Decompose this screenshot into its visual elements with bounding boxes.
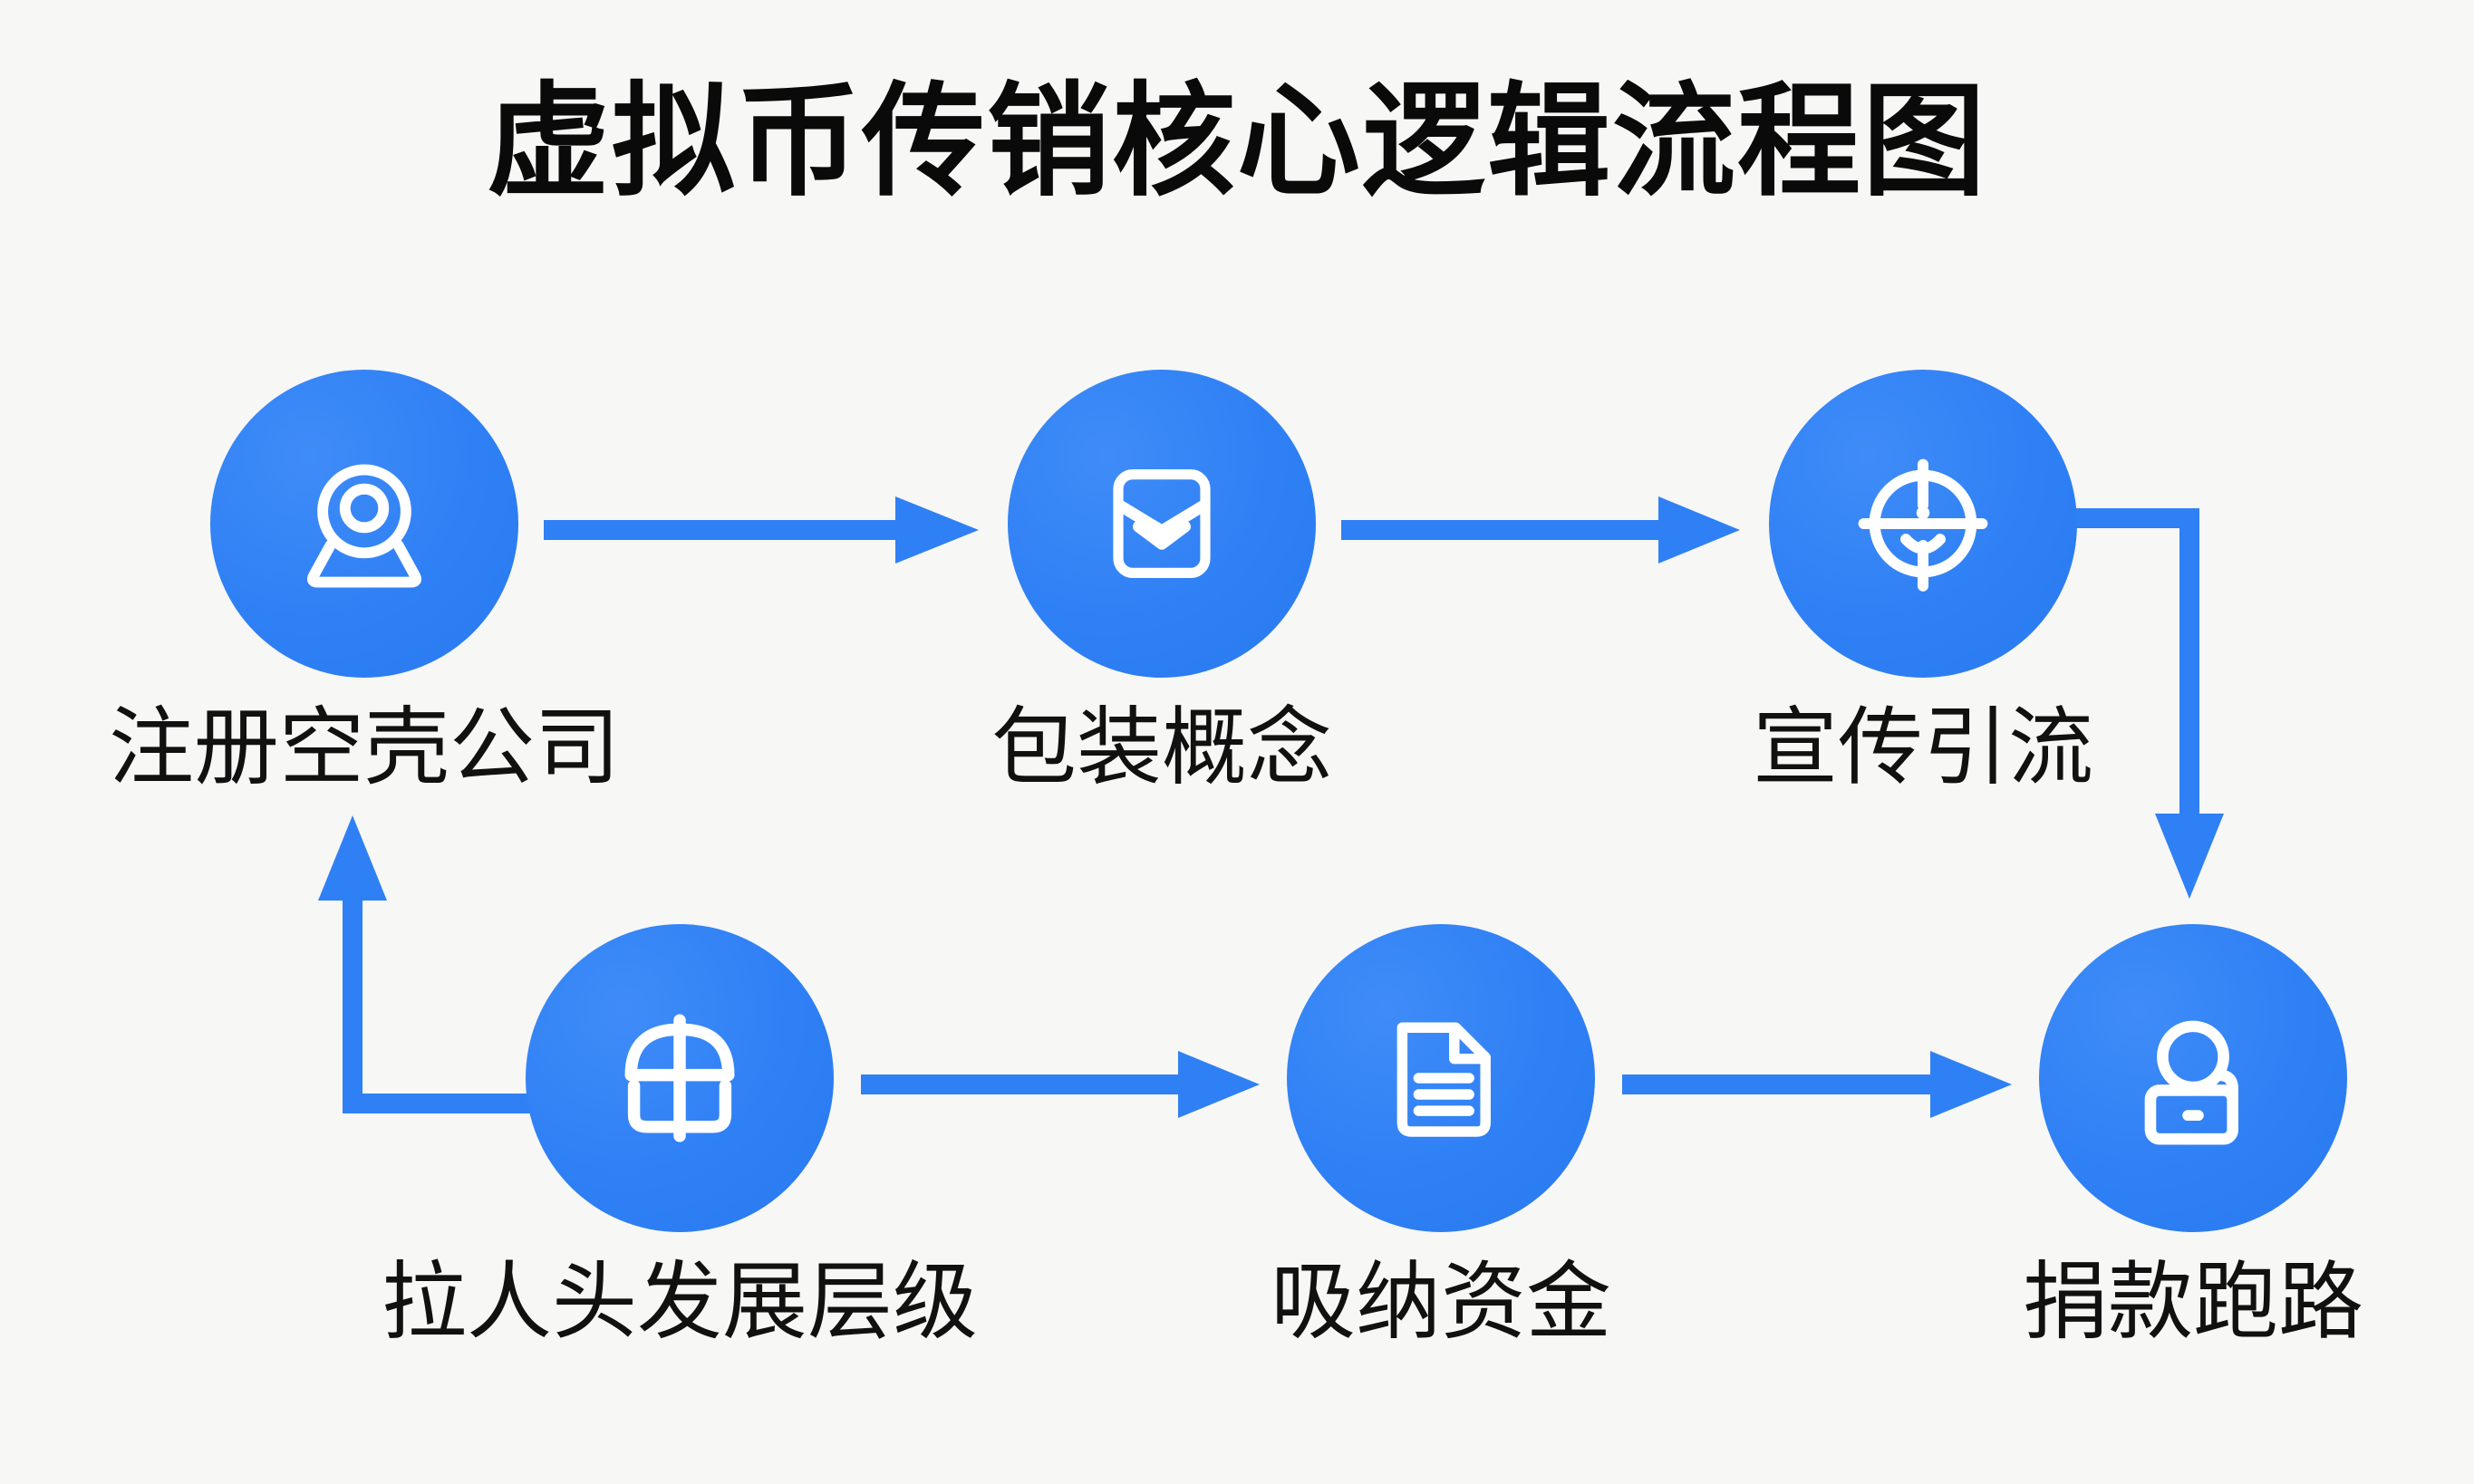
node-promotion-traffic[interactable]: 宣传引流 [1753, 370, 2093, 792]
pyramid-network-icon [624, 1014, 735, 1142]
node-label: 注册空壳公司 [108, 699, 621, 795]
node-label: 捐款跑路 [2022, 1254, 2364, 1349]
target-crosshair-icon [1858, 458, 1988, 592]
node-bubble [526, 924, 834, 1232]
node-package-concept[interactable]: 包装概念 [991, 370, 1332, 792]
connector-package-to-promote [1341, 489, 1740, 581]
arrow-elbow-down-icon [2075, 508, 2224, 899]
connector-recruit-to-register [299, 815, 553, 1128]
connector-absorb-to-abscond [1622, 1044, 2012, 1135]
node-label: 包装概念 [991, 699, 1333, 795]
node-label: 拉人头发展层级 [381, 1254, 979, 1349]
arrow-right-icon [1341, 496, 1740, 564]
node-abscond-with-funds[interactable]: 捐款跑路 [2023, 924, 2363, 1346]
arrow-right-icon [861, 1051, 1260, 1118]
connector-promote-to-abscond [2075, 507, 2275, 911]
node-bubble [1769, 370, 2077, 678]
node-bubble [2039, 924, 2347, 1232]
node-bubble [1008, 370, 1316, 678]
user-circle-icon [307, 464, 421, 588]
person-briefcase-icon [2144, 1020, 2238, 1145]
arrow-elbow-up-icon [318, 815, 542, 1113]
document-lines-icon [1396, 1022, 1491, 1137]
node-label: 宣传引流 [1752, 699, 2094, 795]
package-box-icon [1113, 469, 1211, 578]
node-absorb-funds[interactable]: 吸纳资金 [1271, 924, 1611, 1346]
connector-register-to-package [544, 489, 979, 581]
node-bubble [210, 370, 518, 678]
node-recruit-levels[interactable]: 拉人头发展层级 [382, 924, 978, 1346]
arrow-right-icon [544, 496, 979, 564]
arrow-right-icon [1622, 1051, 2012, 1118]
page-title: 虚拟币传销核心逻辑流程图 [487, 72, 1987, 210]
connector-recruit-to-absorb [861, 1044, 1260, 1135]
node-bubble [1287, 924, 1595, 1232]
node-label: 吸纳资金 [1270, 1254, 1612, 1349]
node-register-shell-company[interactable]: 注册空壳公司 [109, 370, 620, 792]
